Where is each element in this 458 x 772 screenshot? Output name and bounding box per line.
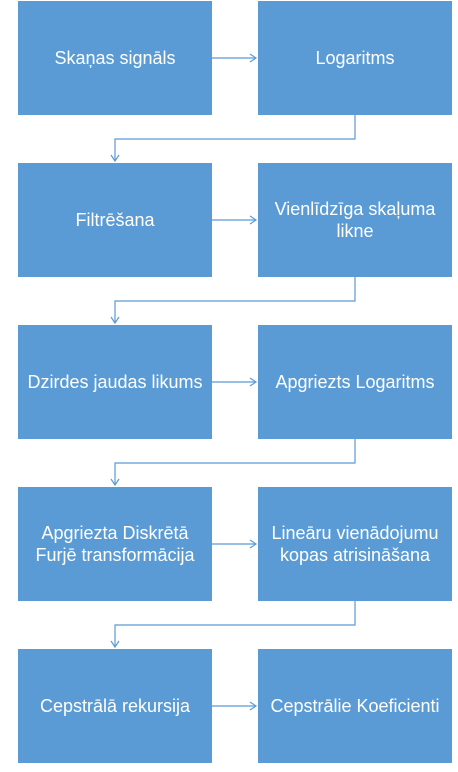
elbow-connector [114, 277, 356, 323]
elbow-connector [114, 439, 356, 485]
arrowhead-icon [249, 53, 258, 63]
step-filtresana: Filtrēšana [18, 163, 212, 277]
step-label: Apgriezts Logaritms [275, 372, 435, 392]
step-cepstrala-rekursija: Cepstrālā rekursija [18, 649, 212, 763]
step-label: Logaritms [315, 48, 395, 68]
arrowhead-icon [249, 701, 258, 711]
step-label: Dzirdes jaudas likums [27, 372, 203, 392]
step-label: Apgriezta Diskrētā Furjē transformācija [35, 523, 195, 565]
arrowhead-icon [110, 316, 120, 325]
elbow-connector [114, 115, 356, 161]
elbow-connector [114, 601, 356, 647]
arrowhead-icon [249, 215, 258, 225]
step-skanas-signals: Skaņas signāls [18, 1, 212, 115]
arrowhead-icon [110, 478, 120, 487]
step-dzirdes-jaudas-likums: Dzirdes jaudas likums [18, 325, 212, 439]
step-logaritms: Logaritms [258, 1, 452, 115]
arrowhead-icon [249, 539, 258, 549]
arrowhead-icon [249, 377, 258, 387]
step-apgriezts-logaritms: Apgriezts Logaritms [258, 325, 452, 439]
step-linearu-vienadojumu-kopas-atrisinasana: Lineāru vienādojumu kopas atrisināšana [258, 487, 452, 601]
step-apgriezta-diskreta-furje-transformacija: Apgriezta Diskrētā Furjē transformācija [18, 487, 212, 601]
step-vienlidziga-skaluma-likne: Vienlīdzīga skaļuma likne [258, 163, 452, 277]
step-label: Filtrēšana [75, 210, 155, 230]
step-label: Vienlīdzīga skaļuma likne [274, 199, 436, 241]
arrowhead-icon [110, 640, 120, 649]
step-label: Cepstrālā rekursija [39, 696, 191, 716]
step-label: Skaņas signāls [54, 48, 176, 68]
arrowhead-icon [110, 154, 120, 163]
step-label: Cepstrālie Koeficienti [270, 696, 440, 716]
step-label: Lineāru vienādojumu kopas atrisināšana [271, 523, 439, 565]
step-cepstralie-koeficienti: Cepstrālie Koeficienti [258, 649, 452, 763]
